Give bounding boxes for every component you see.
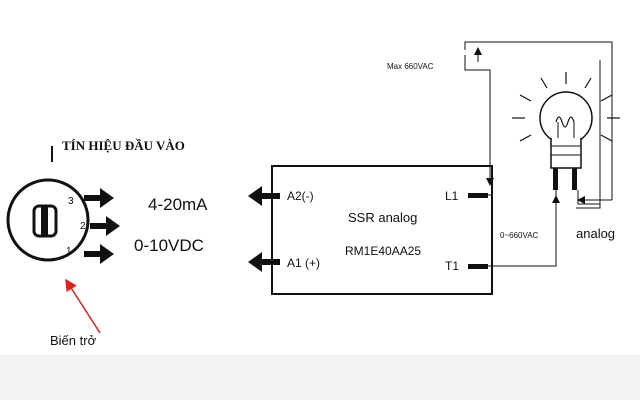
a2-input-arrow <box>248 186 280 206</box>
max-voltage-label: Max 660VAC <box>387 62 434 71</box>
ssr-l1-label: L1 <box>445 189 459 203</box>
analog-label: analog <box>576 226 615 241</box>
pin-3-label: 3 <box>68 196 74 207</box>
ssr-module <box>271 165 493 295</box>
l1-terminal <box>468 193 488 198</box>
ssr-model: RM1E40AA25 <box>345 244 421 258</box>
load-wiring <box>464 41 613 267</box>
lamp-icon <box>512 72 620 190</box>
signal-voltage-label: 0-10VDC <box>134 236 204 255</box>
pin-1-label: 1 <box>66 246 72 257</box>
ssr-name: SSR analog <box>348 210 417 225</box>
input-title: TÍN HIỆU ĐẦU VÀO <box>62 138 185 153</box>
pin-2-arrow <box>90 216 120 236</box>
potentiometer-pointer-arrow <box>65 278 101 334</box>
ssr-a1-label: A1 (+) <box>287 256 320 270</box>
pin-1-arrow <box>84 244 114 264</box>
ssr-t1-label: T1 <box>445 259 459 273</box>
signal-current-label: 4-20mA <box>148 195 208 214</box>
range-voltage-label: 0~660VAC <box>500 231 539 240</box>
a1-input-arrow <box>248 252 280 272</box>
bottom-band <box>0 355 640 400</box>
potentiometer-label: Biến trở <box>50 333 97 348</box>
potentiometer-slot <box>41 207 48 235</box>
ssr-a2-label: A2(-) <box>287 189 314 203</box>
pin-2-label: 2 <box>80 221 86 232</box>
pin-3-arrow <box>84 188 114 208</box>
t1-terminal <box>468 264 488 269</box>
